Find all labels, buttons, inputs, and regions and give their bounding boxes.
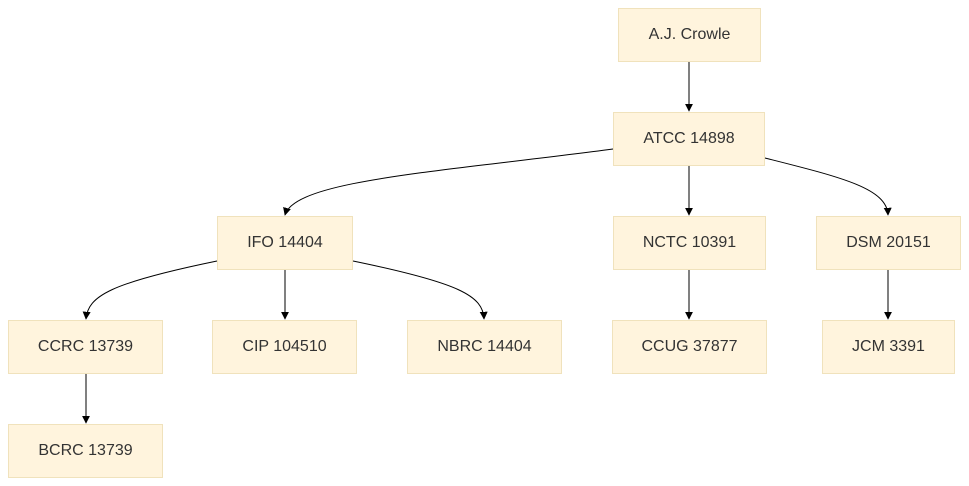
edge-atcc-ifo [283,148,614,216]
edge-ifo-nbrc [352,260,488,320]
node-ccug-37877: CCUG 37877 [612,320,767,374]
node-aj-crowle: A.J. Crowle [618,8,761,62]
node-dsm-20151: DSM 20151 [816,216,961,270]
node-cip-104510: CIP 104510 [212,320,357,374]
node-bcrc-13739: BCRC 13739 [8,424,163,478]
node-atcc-14898: ATCC 14898 [613,112,765,166]
edge-ifo-ccrc [82,260,218,320]
node-nbrc-14404: NBRC 14404 [407,320,562,374]
node-jcm-3391: JCM 3391 [822,320,955,374]
node-ifo-14404: IFO 14404 [217,216,353,270]
node-nctc-10391: NCTC 10391 [613,216,766,270]
edge-atcc-dsm [764,157,892,216]
node-ccrc-13739: CCRC 13739 [8,320,163,374]
